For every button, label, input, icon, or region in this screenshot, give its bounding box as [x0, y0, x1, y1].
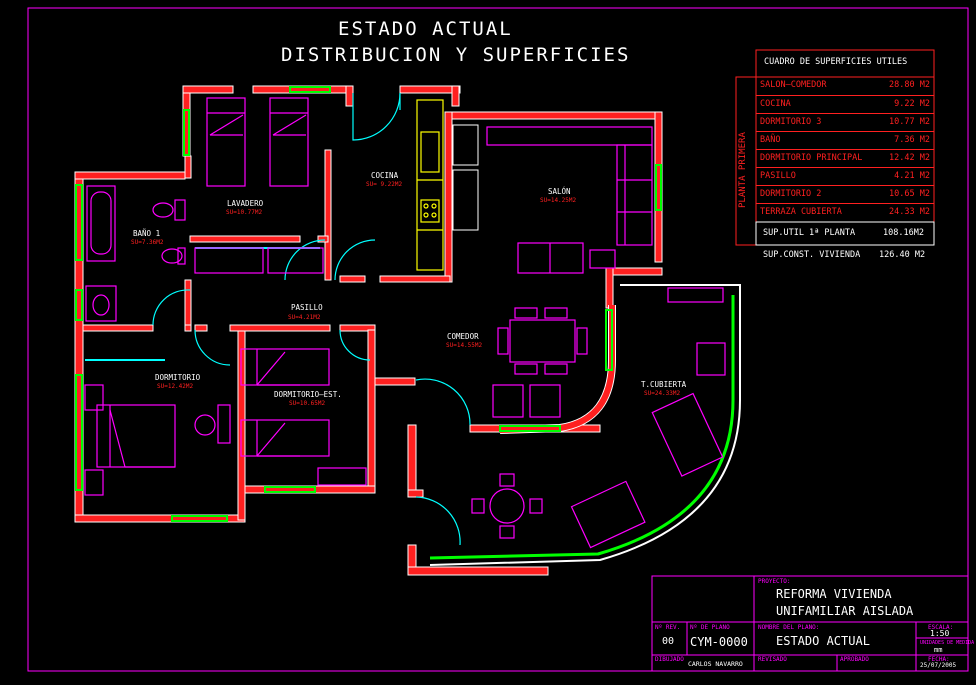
- drawing-title-line2: DISTRIBUCION Y SUPERFICIES: [281, 44, 631, 66]
- room-area-salon: SU=14.25M2: [540, 197, 577, 204]
- windows: [75, 86, 662, 522]
- row-name: DORMITORIO PRINCIPAL: [760, 153, 863, 163]
- drawing-title-line1: ESTADO ACTUAL: [338, 18, 513, 40]
- room-label-bano: BAÑO 1: [133, 229, 161, 238]
- fecha-value: 25/07/2005: [920, 662, 957, 669]
- table-row: BAÑO 7.36 M2: [756, 131, 934, 150]
- nombre-label: NOMBRE DEL PLANO:: [758, 624, 820, 631]
- fecha-label: FECHA:: [928, 656, 950, 663]
- room-label-t-cubierta: T.CUBIERTA: [641, 380, 687, 389]
- escala-value: 1:50: [930, 629, 950, 638]
- title-block-frame: [651, 575, 969, 672]
- dibujo-label: DIBUJADO: [655, 656, 684, 663]
- room-label-dormitorio-est: DORMITORIO–EST.: [274, 390, 342, 399]
- surface-table-rows: SALON–COMEDOR 28.80 M2 COCINA 9.22 M2 DORM…: [756, 77, 934, 222]
- row-name: PASILLO: [760, 171, 796, 181]
- surface-table-side-label: PLANTA PRIMERA: [738, 132, 748, 208]
- furniture: [84, 97, 726, 549]
- proyecto-line2: UNIFAMILIAR AISLADA: [776, 604, 914, 618]
- surface-table-header: CUADRO DE SUPERFICIES UTILES: [764, 57, 908, 67]
- terrace-rail: [429, 295, 741, 566]
- row-value: 12.42 M2: [889, 153, 930, 163]
- unidades-value: mm: [934, 646, 943, 654]
- dibujo-value: CARLOS NAVARRO: [688, 660, 743, 668]
- row-value: 10.77 M2: [889, 117, 930, 127]
- kitchen-counter: [416, 99, 444, 271]
- sheet-frame: [27, 7, 969, 672]
- row-value: 28.80 M2: [889, 80, 930, 90]
- table-row: TERRAZA CUBIERTA 24.33 M2: [756, 203, 934, 222]
- proyecto-line1: REFORMA VIVIENDA: [776, 587, 892, 601]
- row-value: 9.22 M2: [894, 99, 930, 109]
- table-row: DORMITORIO 2 10.65 M2: [756, 185, 934, 204]
- rev-value: 00: [662, 636, 675, 647]
- row-value: 10.65 M2: [889, 189, 930, 199]
- room-area-pasillo: SU=4.21M2: [288, 314, 321, 321]
- total-value: 108.16M2: [883, 228, 924, 238]
- room-area-lavadero: SU=10.77M2: [226, 209, 263, 216]
- table-row: DORMITORIO 3 10.77 M2: [756, 113, 934, 132]
- nombre-value: ESTADO ACTUAL: [776, 634, 870, 648]
- room-area-cocina: SU= 9.22M2: [366, 181, 403, 188]
- total-label: SUP.UTIL 1ª PLANTA: [763, 228, 856, 238]
- room-label-dormitorio: DORMITORIO: [155, 373, 201, 382]
- room-area-dormitorio-est: SU=10.65M2: [289, 400, 326, 407]
- row-name: DORMITORIO 3: [760, 117, 822, 127]
- aprobado-label: APROBADO: [840, 656, 869, 663]
- const-value: 126.40 M2: [879, 250, 926, 260]
- room-label-pasillo: PASILLO: [291, 303, 323, 312]
- room-label-comedor: COMEDOR: [447, 332, 479, 341]
- table-row: PASILLO 4.21 M2: [756, 167, 934, 186]
- row-value: 4.21 M2: [894, 171, 930, 181]
- total-box: [755, 221, 935, 246]
- row-name: TERRAZA CUBIERTA: [760, 207, 842, 217]
- room-area-dormitorio: SU=12.42M2: [157, 383, 194, 390]
- row-value: 24.33 M2: [889, 207, 930, 217]
- table-row: COCINA 9.22 M2: [756, 95, 934, 114]
- row-name: SALON–COMEDOR: [760, 80, 827, 90]
- const-label: SUP.CONST. VIVIENDA: [763, 250, 861, 260]
- proyecto-label: PROYECTO:: [758, 578, 791, 585]
- room-label-salon: SALÓN: [548, 187, 571, 196]
- room-label-cocina: COCINA: [371, 171, 399, 180]
- row-name: DORMITORIO 2: [760, 189, 822, 199]
- escala-label: ESCALA:: [928, 624, 954, 631]
- room-label-lavadero: LAVADERO: [227, 199, 264, 208]
- table-row: DORMITORIO PRINCIPAL 12.42 M2: [756, 149, 934, 168]
- rev-label: Nº REV.: [655, 624, 681, 631]
- row-value: 7.36 M2: [894, 135, 930, 145]
- revisado-label: REVISADO: [758, 656, 787, 663]
- plano-value: CYM-0000: [690, 635, 748, 649]
- room-area-bano: SU=7.36M2: [131, 239, 164, 246]
- table-row: SALON–COMEDOR 28.80 M2: [756, 77, 934, 95]
- room-area-comedor: SU=14.55M2: [446, 342, 483, 349]
- unidades-label: UNIDADES DE MEDIDA: [920, 640, 975, 646]
- room-area-t-cubierta: SU=24.33M2: [644, 390, 681, 397]
- walls: [74, 85, 663, 576]
- row-name: BAÑO: [760, 135, 781, 145]
- row-name: COCINA: [760, 99, 791, 109]
- plano-label: Nº DE PLANO: [690, 624, 730, 631]
